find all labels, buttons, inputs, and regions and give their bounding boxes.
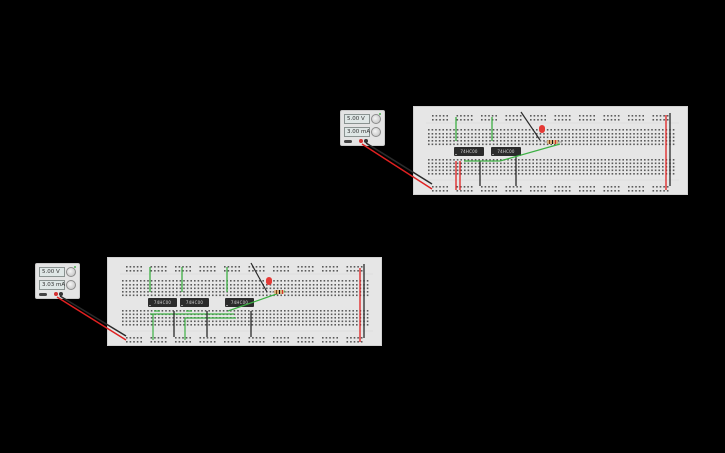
negative-terminal[interactable] [59,292,63,296]
chip-nand-2[interactable]: 74HC00 [180,298,209,307]
current-knob[interactable] [371,127,381,137]
chip-nand-3[interactable]: 74HC00 [225,298,254,307]
voltage-knob[interactable] [66,267,76,277]
breadboard-holes [120,266,373,343]
chip-nand-1[interactable]: 74HC00 [148,298,177,307]
breadboard-bottom[interactable]: 74HC00 74HC00 74HC00 [107,257,382,346]
chip-nand-1[interactable]: 74HC00 [454,147,484,156]
current-display: 3.00 mA [344,127,370,137]
chip-nand-2[interactable]: 74HC00 [491,147,521,156]
positive-terminal[interactable] [54,292,58,296]
voltage-display: 5.00 V [39,267,65,277]
power-switch[interactable] [344,140,352,143]
voltage-display: 5.00 V [344,114,370,124]
breadboard-top[interactable]: 74HC00 74HC00 [413,106,688,195]
current-display: 3.03 mA [39,280,65,290]
current-knob[interactable] [66,280,76,290]
positive-terminal[interactable] [359,139,363,143]
voltage-knob[interactable] [371,114,381,124]
power-switch[interactable] [39,293,47,296]
power-indicator-icon [74,266,76,268]
power-indicator-icon [379,113,381,115]
power-supply-bottom[interactable]: 5.00 V 3.03 mA [35,263,80,299]
power-supply-top[interactable]: 5.00 V 3.00 mA [340,110,385,146]
negative-terminal[interactable] [364,139,368,143]
